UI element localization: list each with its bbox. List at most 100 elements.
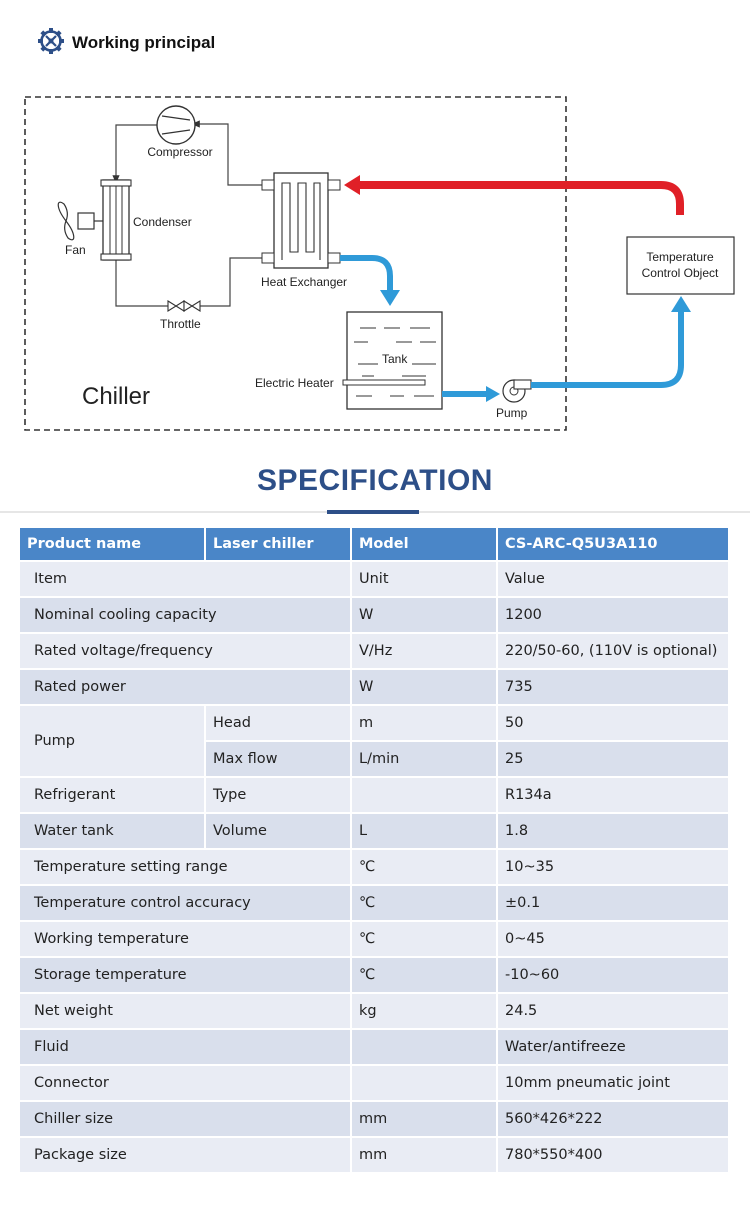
unit-cell: ℃ (352, 850, 496, 884)
unit-cell: mm (352, 1102, 496, 1136)
value-cell: 50 (498, 706, 728, 740)
sub-item-cell: Max flow (206, 742, 350, 776)
item-cell: Temperature control accuracy (20, 886, 350, 920)
value-cell: Water/antifreeze (498, 1030, 728, 1064)
working-principle-diagram: Compressor Condenser Fan Throttle Heat E… (24, 96, 735, 431)
item-cell: Connector (20, 1066, 350, 1100)
compressor-label: Compressor (147, 145, 212, 159)
cold-water-pipe-to-object (531, 310, 684, 388)
item-cell: Package size (20, 1138, 350, 1172)
table-row: Rated voltage/frequency V/Hz 220/50-60, … (20, 634, 728, 668)
value-cell: ±0.1 (498, 886, 728, 920)
value-cell: 780*550*400 (498, 1138, 728, 1172)
unit-cell (352, 1030, 496, 1064)
value-cell: 24.5 (498, 994, 728, 1028)
value-cell: 220/50-60, (110V is optional) (498, 634, 728, 668)
spec-table: Product name Laser chiller Model CS-ARC-… (18, 526, 730, 1174)
section-title: Working principal (72, 33, 216, 52)
item-cell: Fluid (20, 1030, 350, 1064)
value-cell: 10~35 (498, 850, 728, 884)
unit-cell: m (352, 706, 496, 740)
header-cell: CS-ARC-Q5U3A110 (498, 528, 728, 560)
item-cell: Storage temperature (20, 958, 350, 992)
sub-item-cell: Type (206, 778, 350, 812)
cold-water-arrow-tank (380, 290, 400, 306)
item-cell: Chiller size (20, 1102, 350, 1136)
table-row: Chiller size mm 560*426*222 (20, 1102, 728, 1136)
pump-label: Pump (496, 406, 528, 420)
item-cell: Rated power (20, 670, 350, 704)
table-row: Water tank Volume L 1.8 (20, 814, 728, 848)
value-cell: -10~60 (498, 958, 728, 992)
table-row: Storage temperature ℃ -10~60 (20, 958, 728, 992)
value-cell: 10mm pneumatic joint (498, 1066, 728, 1100)
fan-label: Fan (65, 243, 86, 257)
spec-title: SPECIFICATION (257, 464, 493, 497)
cold-water-pipe-to-tank (340, 255, 393, 292)
table-row: Working temperature ℃ 0~45 (20, 922, 728, 956)
item-cell: Nominal cooling capacity (20, 598, 350, 632)
table-row: Fluid Water/antifreeze (20, 1030, 728, 1064)
header-cell: Model (352, 528, 496, 560)
header-cell: Product name (20, 528, 204, 560)
item-cell: Water tank (20, 814, 204, 848)
unit-cell: Unit (352, 562, 496, 596)
item-cell: Net weight (20, 994, 350, 1028)
table-header-row: Product name Laser chiller Model CS-ARC-… (20, 528, 728, 560)
table-row: Max flow L/min 25 (20, 742, 728, 776)
divider-accent (327, 510, 419, 514)
sub-item-cell: Head (206, 706, 350, 740)
section-header: Working principal (38, 28, 216, 58)
value-cell: 1.8 (498, 814, 728, 848)
item-cell: Working temperature (20, 922, 350, 956)
unit-cell (352, 1066, 496, 1100)
unit-cell: W (352, 598, 496, 632)
item-cell: Item (20, 562, 350, 596)
item-cell: Temperature setting range (20, 850, 350, 884)
item-cell: Refrigerant (20, 778, 204, 812)
unit-cell: ℃ (352, 922, 496, 956)
value-cell: 560*426*222 (498, 1102, 728, 1136)
heat-exchanger-icon (261, 172, 341, 269)
unit-cell: W (352, 670, 496, 704)
item-cell: Rated voltage/frequency (20, 634, 350, 668)
pump-icon (502, 379, 532, 403)
hot-water-pipe (358, 181, 684, 215)
value-cell: 1200 (498, 598, 728, 632)
hot-water-arrow (344, 175, 360, 195)
table-row: Rated power W 735 (20, 670, 728, 704)
table-row: Net weight kg 24.5 (20, 994, 728, 1028)
value-cell: Value (498, 562, 728, 596)
temp-object-label-line2: Control Object (642, 266, 719, 280)
temp-object-label-line1: Temperature (646, 250, 714, 264)
table-row: Item Unit Value (20, 562, 728, 596)
table-row: Temperature control accuracy ℃ ±0.1 (20, 886, 728, 920)
compressor-icon (156, 105, 196, 145)
condenser-icon (100, 179, 132, 261)
value-cell: 25 (498, 742, 728, 776)
unit-cell: mm (352, 1138, 496, 1172)
table-row: Temperature setting range ℃ 10~35 (20, 850, 728, 884)
tank-label: Tank (382, 352, 408, 366)
chiller-label: Chiller (82, 383, 150, 410)
unit-cell: kg (352, 994, 496, 1028)
table-row: Connector 10mm pneumatic joint (20, 1066, 728, 1100)
throttle-valve-icon (167, 300, 201, 312)
unit-cell: L/min (352, 742, 496, 776)
unit-cell: L (352, 814, 496, 848)
unit-cell: ℃ (352, 886, 496, 920)
value-cell: 735 (498, 670, 728, 704)
unit-cell (352, 778, 496, 812)
fan-icon (57, 201, 103, 241)
condenser-label: Condenser (133, 215, 192, 229)
table-row: Pump Head m 50 (20, 706, 728, 776)
gear-icon (38, 28, 64, 58)
value-cell: R134a (498, 778, 728, 812)
table-row: Refrigerant Type R134a (20, 778, 728, 812)
tank-icon (342, 311, 443, 410)
heat-exchanger-label: Heat Exchanger (261, 275, 347, 289)
temperature-control-object-box (626, 236, 735, 295)
item-cell: Pump (20, 706, 204, 776)
unit-cell: ℃ (352, 958, 496, 992)
unit-cell: V/Hz (352, 634, 496, 668)
